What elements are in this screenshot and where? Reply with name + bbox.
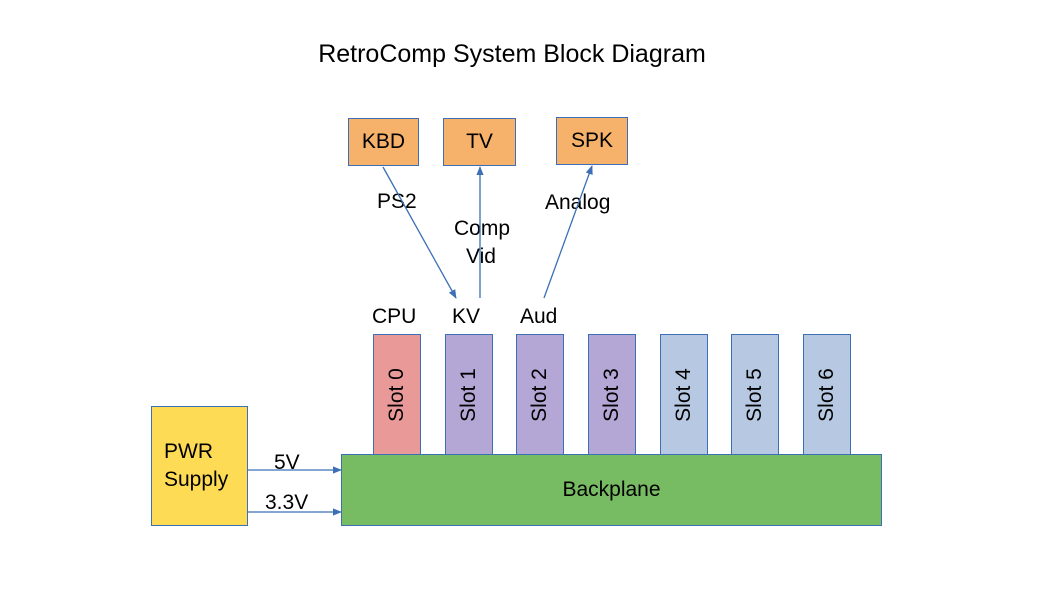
keyboard-block: KBD: [348, 118, 419, 166]
slot-5: Slot 5: [731, 334, 779, 455]
slot-4: Slot 4: [660, 334, 708, 455]
voltage-label-5v: 5V: [274, 451, 300, 474]
card-label-aud: Aud: [520, 305, 558, 328]
audio-arrow: [543, 165, 593, 299]
power-label-line1: PWR: [164, 440, 213, 463]
keyboard-label: KBD: [361, 130, 406, 153]
card-label-kv: KV: [452, 305, 481, 328]
power-label-line2: Supply: [164, 468, 229, 491]
speaker-label: SPK: [570, 129, 614, 152]
diagram-title: RetroComp System Block Diagram: [318, 40, 706, 68]
power-supply-block: PWR Supply: [151, 406, 248, 526]
link-label-analog: Analog: [545, 191, 611, 214]
link-label-ps2: PS2: [377, 190, 417, 213]
backplane-label: Backplane: [562, 478, 661, 501]
tv-block: TV: [443, 118, 516, 166]
slot-6: Slot 6: [803, 334, 851, 455]
link-label-comp: Comp: [454, 217, 511, 240]
card-label-cpu: CPU: [372, 305, 417, 328]
ps2-arrow: [382, 166, 457, 299]
tv-label: TV: [466, 130, 493, 153]
slot-3: Slot 3: [588, 334, 636, 455]
voltage-label-3v3: 3.3V: [265, 491, 309, 514]
backplane-block: Backplane: [341, 454, 882, 526]
link-label-vid: Vid: [466, 245, 496, 268]
slot-2: Slot 2: [516, 334, 564, 455]
speaker-block: SPK: [556, 117, 628, 165]
